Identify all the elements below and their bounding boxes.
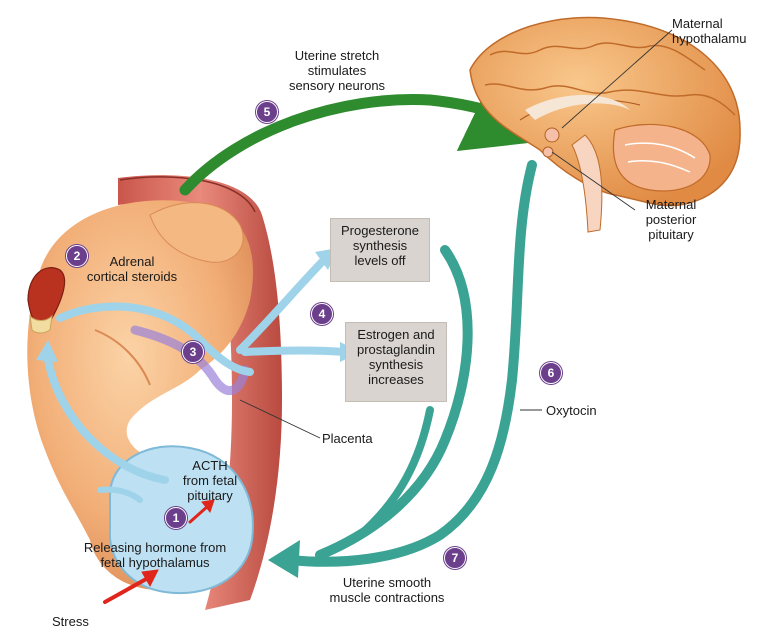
acth-line-2: from fetal (175, 473, 245, 488)
uterine-stretch-arrow (185, 100, 540, 190)
acth-line-1: ACTH (175, 458, 245, 473)
pituitary-line-3: pituitary (636, 227, 706, 242)
progesterone-box: Progesterone synthesis levels off (330, 218, 430, 282)
estrogen-box: Estrogen and prostaglandin synthesis inc… (345, 322, 447, 402)
step-5-badge: 5 (256, 101, 278, 123)
uterine-stretch-line-2: stimulates (282, 63, 392, 78)
contractions-line-2: muscle contractions (302, 590, 472, 605)
estrogen-line-3: synthesis (346, 357, 446, 372)
hypothalamus-line-2: hypothalamu (672, 31, 746, 46)
progesterone-line-2: synthesis (331, 238, 429, 253)
releasing-hormone-label: Releasing hormone from fetal hypothalamu… (70, 540, 240, 570)
placenta-label: Placenta (322, 431, 373, 446)
progesterone-line-1: Progesterone (331, 223, 429, 238)
pituitary-line-1: Maternal (636, 197, 706, 212)
adrenal-cortical-steroids-label: Adrenal cortical steroids (72, 254, 192, 284)
step-7-badge: 7 (444, 547, 466, 569)
stress-label: Stress (52, 614, 89, 629)
adrenal-line-2: cortical steroids (72, 269, 192, 284)
step-6-badge: 6 (540, 362, 562, 384)
pituitary-line-2: posterior (636, 212, 706, 227)
step-3-badge: 3 (182, 341, 204, 363)
uterine-stretch-line-1: Uterine stretch (282, 48, 392, 63)
uterine-stretch-label: Uterine stretch stimulates sensory neuro… (282, 48, 392, 93)
adrenal-line-1: Adrenal (72, 254, 192, 269)
uterine-contractions-label: Uterine smooth muscle contractions (302, 575, 472, 605)
hypothalamus-line-1: Maternal (672, 16, 746, 31)
releasing-line-1: Releasing hormone from (70, 540, 240, 555)
releasing-line-2: fetal hypothalamus (70, 555, 240, 570)
progesterone-line-3: levels off (331, 253, 429, 268)
maternal-posterior-pituitary-label: Maternal posterior pituitary (636, 197, 706, 242)
step-2-badge: 2 (66, 245, 88, 267)
maternal-hypothalamus-label: Maternal hypothalamu (672, 16, 746, 46)
contractions-line-1: Uterine smooth (302, 575, 472, 590)
acth-label: ACTH from fetal pituitary (175, 458, 245, 503)
step-1-badge: 1 (165, 507, 187, 529)
acth-line-3: pituitary (175, 488, 245, 503)
uterine-stretch-line-3: sensory neurons (282, 78, 392, 93)
estrogen-line-1: Estrogen and (346, 327, 446, 342)
oxytocin-label: Oxytocin (546, 403, 597, 418)
estrogen-line-2: prostaglandin (346, 342, 446, 357)
step-4-badge: 4 (311, 303, 333, 325)
estrogen-line-4: increases (346, 372, 446, 387)
